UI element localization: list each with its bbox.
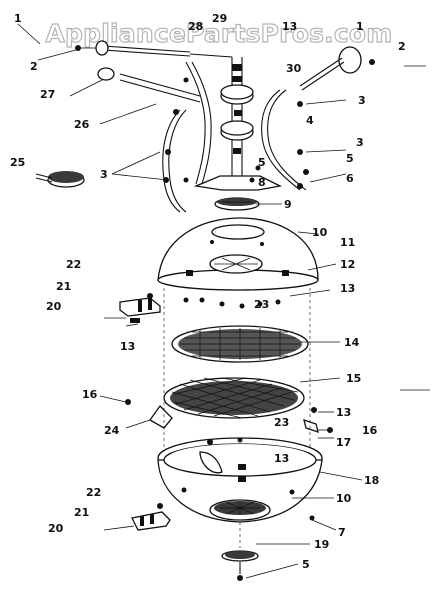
callout-22: 22 (86, 486, 101, 499)
callout-13: 13 (340, 282, 355, 295)
callout-3: 3 (358, 94, 366, 107)
callout-7: 7 (338, 526, 346, 539)
callout-12: 12 (340, 258, 355, 271)
callout-17: 17 (336, 436, 351, 449)
handle-assembly (75, 40, 375, 91)
callout-6: 6 (346, 172, 354, 185)
callout-13: 13 (282, 20, 297, 33)
side-handle-lower (103, 503, 171, 531)
callout-13: 13 (274, 452, 289, 465)
callout-1: 1 (14, 12, 22, 25)
callout-3: 3 (100, 168, 108, 181)
callout-16: 16 (82, 388, 98, 401)
callout-5: 5 (258, 156, 266, 169)
cart-frame (97, 57, 309, 213)
callout-19: 19 (314, 538, 329, 551)
callout-29: 29 (212, 12, 227, 25)
callout-5: 5 (346, 152, 354, 165)
callout-24: 24 (104, 424, 120, 437)
part-19-ash-dish (221, 515, 315, 581)
callout-1: 1 (356, 20, 364, 33)
assembly-axis (163, 65, 430, 548)
part-14-charcoal-grate (171, 325, 309, 363)
callout-9: 9 (284, 198, 292, 211)
callout-10: 10 (336, 492, 352, 505)
callout-23: 23 (274, 416, 289, 429)
callout-28: 28 (188, 20, 203, 33)
callout-11: 11 (340, 236, 355, 249)
callout-20: 20 (46, 300, 62, 313)
callout-2: 2 (398, 40, 406, 53)
callout-13: 13 (336, 406, 351, 419)
callout-5: 5 (302, 558, 310, 571)
side-handle-upper (104, 293, 281, 327)
callout-15: 15 (346, 372, 361, 385)
part-24-bracket (125, 399, 173, 429)
callout-10: 10 (312, 226, 328, 239)
callout-14: 14 (344, 336, 360, 349)
callout-30: 30 (286, 62, 302, 75)
callout-21: 21 (56, 280, 71, 293)
callout-2: 2 (30, 60, 38, 73)
callout-20: 20 (48, 522, 64, 535)
callout-25: 25 (10, 156, 25, 169)
callout-22: 22 (66, 258, 81, 271)
part-9-top-vent (214, 197, 260, 211)
part-15-cooking-grid (163, 377, 305, 419)
callout-27: 27 (40, 88, 55, 101)
callout-8: 8 (258, 176, 266, 189)
callout-18: 18 (364, 474, 379, 487)
callout-3: 3 (356, 136, 364, 149)
callout-labels: 1 28 29 13 1 2 2 27 30 3 26 4 3 25 3 5 5… (10, 12, 406, 571)
dome-lid (157, 217, 319, 291)
callout-21: 21 (74, 506, 89, 519)
callout-16: 16 (362, 424, 378, 437)
leader-lines (17, 23, 363, 579)
part-10-bottom-vent (209, 499, 271, 521)
callout-23: 23 (254, 298, 269, 311)
part-25-cap (35, 171, 85, 188)
right-side-hardware (303, 407, 333, 433)
callout-4: 4 (306, 114, 314, 127)
callout-26: 26 (74, 118, 90, 131)
part-18-kettle-bowl (157, 437, 323, 523)
callout-13: 13 (120, 340, 135, 353)
